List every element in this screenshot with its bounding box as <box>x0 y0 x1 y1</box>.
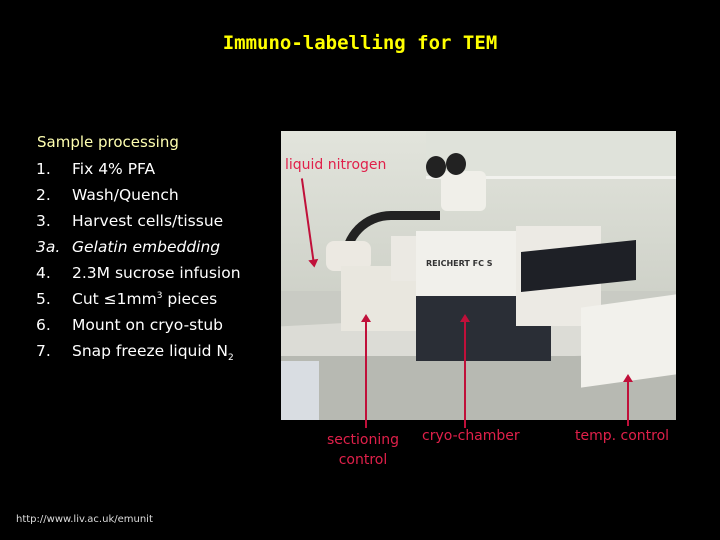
footer-url: http://www.liv.ac.uk/emunit <box>16 514 153 525</box>
label-temp-control: temp. control <box>575 428 670 444</box>
step-item: 3. Harvest cells/tissue <box>36 212 241 238</box>
step-list: 1. Fix 4% PFA 2. Wash/Quench 3. Harvest cel… <box>36 160 241 368</box>
step-text: Cut ≤1mm <box>72 290 157 308</box>
step-text-after: pieces <box>162 290 218 308</box>
step-number: 2. <box>36 186 51 204</box>
step-item: 5. Cut ≤1mm3 pieces <box>36 290 241 316</box>
step-item: 7. Snap freeze liquid N2 <box>36 342 241 368</box>
step-text: Harvest cells/tissue <box>72 212 224 230</box>
step-item: 4. 2.3M sucrose infusion <box>36 264 241 290</box>
step-number: 3. <box>36 212 51 230</box>
step-item: 6. Mount on cryo-stub <box>36 316 241 342</box>
step-item: 1. Fix 4% PFA <box>36 160 241 186</box>
step-number: 3a. <box>36 238 61 256</box>
label-cryo-chamber: cryo-chamber <box>422 428 520 444</box>
cryo-ultramicrotome-photo: REICHERT FC S <box>281 131 676 420</box>
section-heading: Sample processing <box>37 133 179 151</box>
label-sectioning-control: sectioning control <box>313 430 413 470</box>
step-text: Gelatin embedding <box>72 238 221 256</box>
step-number: 7. <box>36 342 51 360</box>
step-text: Mount on cryo-stub <box>72 316 223 334</box>
step-text: 2.3M sucrose infusion <box>72 264 241 282</box>
step-text: Snap freeze liquid N <box>72 342 229 360</box>
arrow-temp-control <box>623 374 633 426</box>
step-number: 4. <box>36 264 51 282</box>
step-superscript: 3 <box>156 290 163 301</box>
step-subscript: 2 <box>228 353 234 364</box>
label-line: control <box>338 452 388 468</box>
brand-text: REICHERT FC S <box>426 259 493 268</box>
step-text: Wash/Quench <box>72 186 179 204</box>
label-line: sectioning <box>326 432 400 448</box>
slide-title: Immuno-labelling for TEM <box>222 32 498 54</box>
step-number: 1. <box>36 160 51 178</box>
label-liquid-nitrogen: liquid nitrogen <box>285 157 387 173</box>
step-item: 2. Wash/Quench <box>36 186 241 212</box>
step-number: 6. <box>36 316 51 334</box>
arrow-cryo-chamber <box>460 314 470 428</box>
step-number: 5. <box>36 290 51 308</box>
step-text: Fix 4% PFA <box>72 160 156 178</box>
arrow-sectioning-control <box>361 314 371 428</box>
step-item: 3a. Gelatin embedding <box>36 238 241 264</box>
